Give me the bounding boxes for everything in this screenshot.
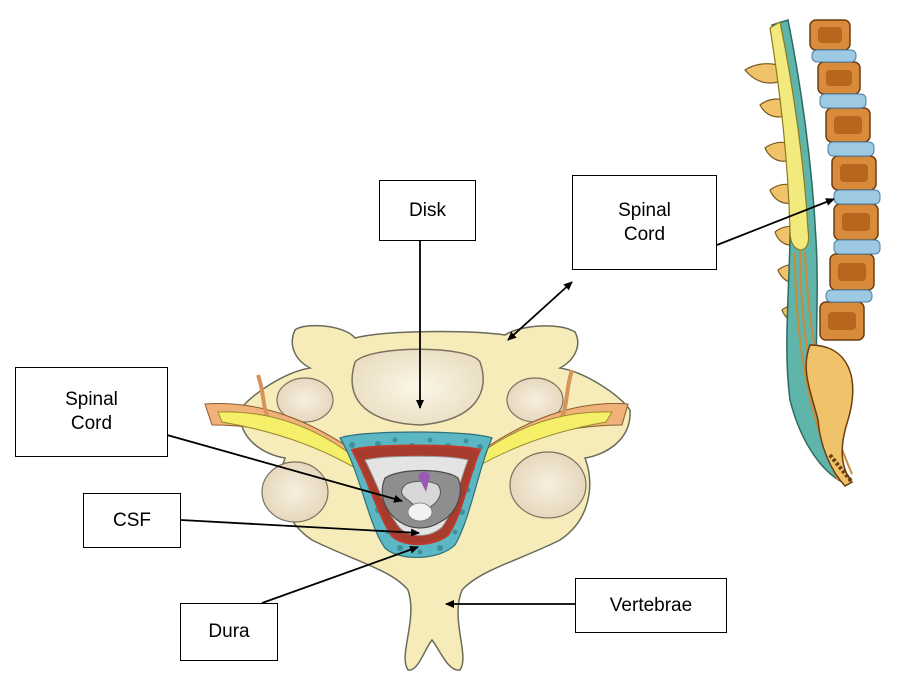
lumbar-spine-side-view xyxy=(745,20,880,486)
csf-label-text: CSF xyxy=(113,509,151,533)
vertebrae-label: Vertebrae xyxy=(575,578,727,633)
spinal-cord-label-left-text: Spinal Cord xyxy=(65,388,118,436)
disk-shape xyxy=(352,349,483,425)
lower-right-foramen xyxy=(510,452,586,518)
csf-label: CSF xyxy=(83,493,181,548)
spinal-cord-label-left: Spinal Cord xyxy=(15,367,168,457)
dura-label-text: Dura xyxy=(208,620,249,644)
spinal-cord-label-right: Spinal Cord xyxy=(572,175,717,270)
dura-label: Dura xyxy=(180,603,278,661)
spinal-cord-label-right-text: Spinal Cord xyxy=(618,199,671,247)
disk-label: Disk xyxy=(379,180,476,241)
vertebrae-label-text: Vertebrae xyxy=(610,594,692,618)
disk-label-text: Disk xyxy=(409,199,446,223)
cord-white-lower xyxy=(408,503,432,521)
